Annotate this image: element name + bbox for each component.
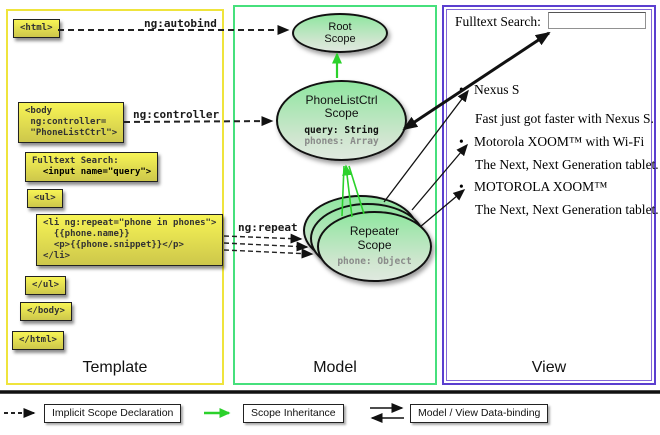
code-html-close: </html> <box>12 331 64 350</box>
root-scope-title-line1: Root <box>328 21 352 33</box>
legend-model-view-data-binding: Model / View Data-binding <box>410 404 549 423</box>
code-fulltext-label: Fulltext Search: <box>32 156 119 166</box>
bullet-icon: • <box>459 179 464 194</box>
code-ul-close: </ul> <box>25 276 67 295</box>
code-ul-open: <ul> <box>27 189 63 208</box>
code-input-tag: <input name="query"> <box>32 167 152 177</box>
view-search-label: Fulltext Search: <box>455 14 541 29</box>
bullet-icon: • <box>459 82 464 97</box>
code-fulltext-search: Fulltext Search: <input name="query"> <box>25 152 159 182</box>
view-item-desc: The Next, Next Generation tablet. <box>475 157 659 172</box>
bullet-icon: • <box>459 134 464 149</box>
template-column-label: Template <box>82 359 148 376</box>
ng-autobind-label: ng:autobind <box>144 17 217 30</box>
model-column <box>233 5 437 385</box>
code-body-open: <body ng:controller= "PhoneListCtrl"> <box>18 102 125 143</box>
legend-scope-inheritance: Scope Inheritance <box>243 404 344 423</box>
ctrl-scope-title-line1: PhoneListCtrl <box>305 92 378 107</box>
ctrl-scope-prop-phones: phones: Array <box>304 136 379 147</box>
repeater-scope-title-line1: Repeater <box>349 224 400 239</box>
phonelistctrl-scope-ellipse: PhoneListCtrl Scope query: String phones… <box>276 80 407 161</box>
root-scope-ellipse: Root Scope <box>292 13 388 53</box>
model-column-label: Model <box>313 359 357 376</box>
ctrl-scope-prop-query: query: String <box>304 124 379 136</box>
view-item-title: •Nexus S <box>459 82 520 97</box>
view-item-desc: Fast just got faster with Nexus S. <box>475 111 654 126</box>
search-input[interactable] <box>548 12 646 29</box>
ctrl-scope-title-line2: Scope <box>324 106 359 120</box>
repeater-scope-ellipse-front: Repeater Scope phone: Object <box>317 211 432 282</box>
repeater-scope-title-line2: Scope <box>357 237 392 252</box>
code-body-close: </body> <box>20 302 72 321</box>
view-column-label: View <box>531 359 567 376</box>
legend-implicit-scope-declaration: Implicit Scope Declaration <box>44 404 182 423</box>
code-li-repeat: <li ng:repeat="phone in phones"> {{phone… <box>36 214 224 266</box>
view-item-desc: The Next, Next Generation tablet. <box>475 202 659 217</box>
ng-controller-label: ng:controller <box>133 108 220 121</box>
code-html-open: <html> <box>13 19 60 38</box>
view-item-title: •Motorola XOOM™ with Wi-Fi <box>459 134 645 149</box>
view-column <box>442 5 656 385</box>
ng-repeat-label: ng:repeat <box>238 221 298 234</box>
repeater-scope-prop-phone: phone: Object <box>337 256 412 268</box>
root-scope-title-line2: Scope <box>324 33 356 45</box>
view-item-title: •MOTOROLA XOOM™ <box>459 179 608 194</box>
